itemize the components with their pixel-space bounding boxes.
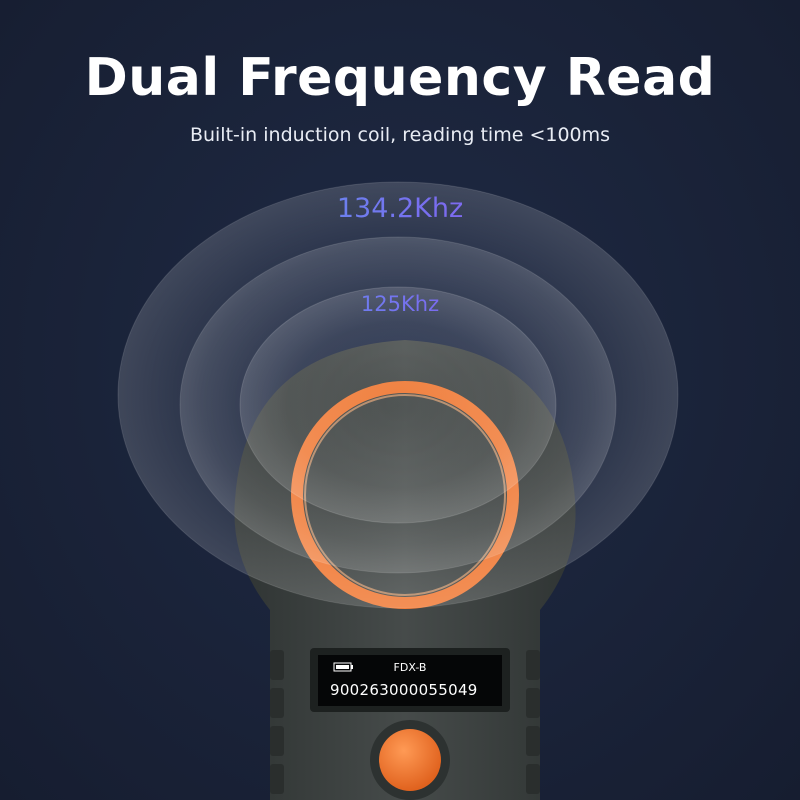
signal-waves <box>117 181 679 609</box>
scan-button[interactable] <box>379 729 441 791</box>
side-grip-left <box>270 650 284 794</box>
battery-icon <box>333 662 353 672</box>
wave-inner <box>239 286 557 524</box>
screen-mode-label: FDX-B <box>393 661 427 674</box>
frequency-label-outer: 134.2Khz <box>0 193 800 224</box>
page-title: Dual Frequency Read <box>84 48 716 108</box>
page-subtitle: Built-in induction coil, reading time <1… <box>189 124 611 146</box>
screen-tag-id: 900263000055049 <box>330 681 478 699</box>
frequency-label-inner: 125Khz <box>0 292 800 316</box>
side-grip-right <box>526 650 540 794</box>
